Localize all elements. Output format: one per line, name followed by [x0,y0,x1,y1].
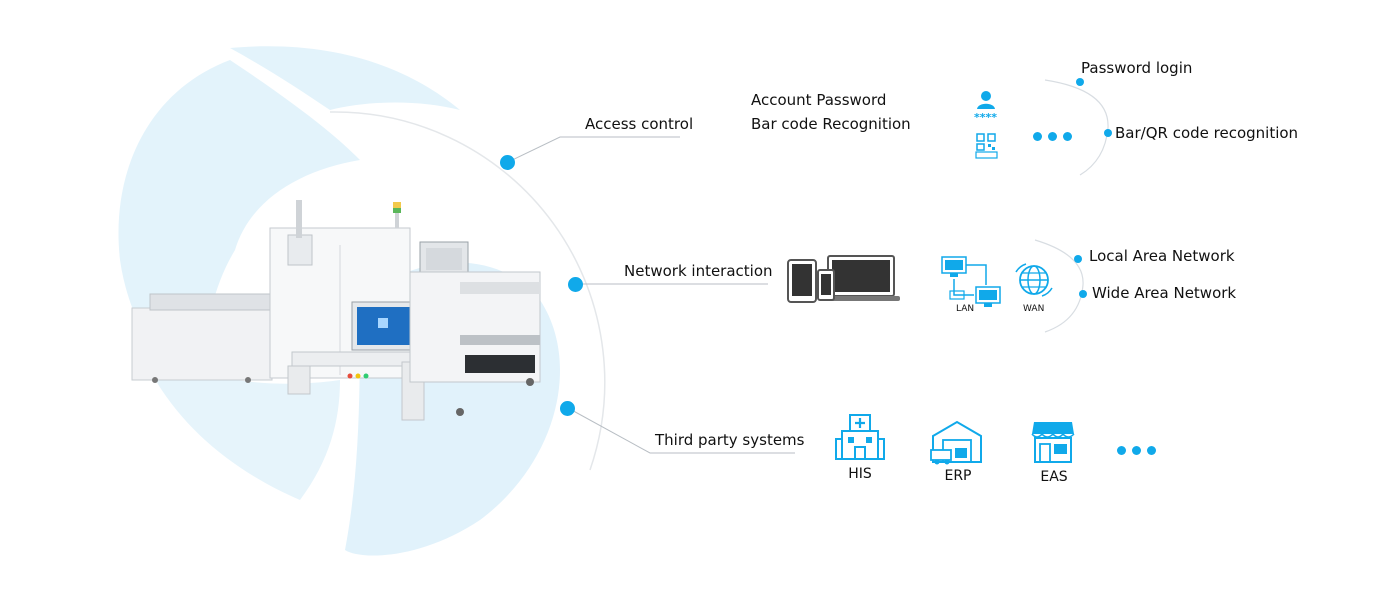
wan-type-dot [1079,290,1087,298]
network-type-lan: Local Area Network [1089,247,1235,265]
backdrop-shape-top [230,46,460,110]
arc-access-methods [1044,79,1109,176]
store-icon [1031,422,1075,463]
qr-recognition-dot [1104,129,1112,137]
third-party-more-dots [1117,440,1162,459]
lan-label: LAN [956,304,975,314]
wan-label: WAN [1023,304,1045,314]
access-method-password-login: Password login [1081,59,1193,77]
system-label-his: HIS [848,466,872,482]
arc-network-types [1034,239,1084,333]
hospital-icon [835,414,885,460]
devices-icon [787,255,900,303]
machine-illustration [131,200,541,421]
leader-line-third [567,407,795,454]
qr-code-icon [975,133,998,159]
system-label-eas: EAS [1040,469,1068,485]
access-text-line-1: Account Password [751,91,887,109]
warehouse-icon [930,420,982,465]
user-icon [977,91,995,109]
access-control-node [500,155,515,170]
network-interaction-node [568,277,583,292]
wan-globe-icon [1015,263,1053,297]
main-arc [329,111,606,471]
system-label-erp: ERP [944,468,972,484]
access-method-qr-recognition: Bar/QR code recognition [1115,124,1299,142]
leader-line-access [507,136,680,163]
third-party-node [560,401,575,416]
password-asterisks: **** [974,111,998,124]
access-more-dots [1033,126,1078,145]
branch-label-third-party: Third party systems [655,431,805,449]
branch-label-network-interaction: Network interaction [624,262,773,280]
lan-type-dot [1074,255,1082,263]
branch-label-access-control: Access control [585,115,694,133]
lan-icon [941,256,1001,307]
access-text-line-2: Bar code Recognition [751,115,911,133]
network-type-wan: Wide Area Network [1092,284,1237,302]
password-login-dot [1076,78,1084,86]
